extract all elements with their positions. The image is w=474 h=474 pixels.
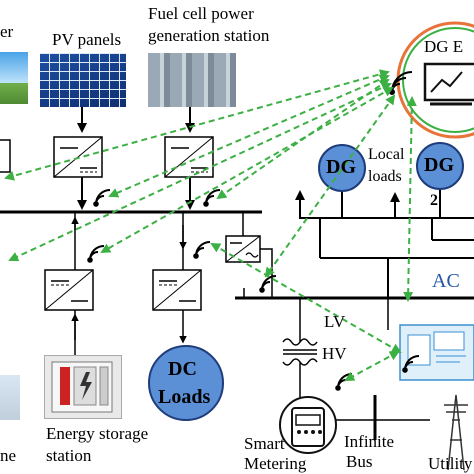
fuel-cell-converter [164, 136, 214, 178]
dg-ems-label: DG E [424, 37, 464, 56]
wireless-icon-storage [87, 245, 105, 263]
fuel-cell-label-line1: Fuel cell power [148, 4, 254, 23]
wireless-icon-control [402, 355, 420, 373]
local-loads-label-line1: Local [368, 146, 405, 163]
inverter [225, 235, 261, 263]
ac-bus-label: AC [432, 270, 460, 292]
infinite-bus-label-line1: Infinite [344, 432, 395, 451]
dg-node-2-label: DG [424, 154, 454, 176]
wireless-icon-meter [335, 373, 353, 391]
wireless-icon-dc [193, 241, 211, 259]
smart-metering-label-line1: Smart [244, 434, 285, 453]
dc-loads-label-line1: DC [168, 358, 197, 380]
lightning-icon [80, 372, 92, 400]
home-label-partial: ne [0, 446, 17, 465]
dg-node-1-label: DG [326, 156, 356, 178]
wireless-icon-pv [93, 189, 111, 207]
converter-left-edge [0, 139, 11, 173]
dg-ems-unit [396, 21, 474, 139]
wind-label-partial: er [0, 22, 14, 41]
pv-panels-label: PV panels [52, 30, 122, 49]
energy-storage-label-line2: station [46, 446, 92, 465]
local-loads-label-line2: loads [368, 168, 402, 185]
storage-converter [44, 269, 94, 311]
smart-metering-label-line2: Metering [244, 454, 307, 473]
smart-meter-icon [279, 396, 337, 454]
communication-links [4, 69, 417, 381]
home-building-photo [0, 375, 20, 420]
infinite-bus-label-line2: Bus [346, 452, 373, 471]
control-unit-icon [399, 324, 474, 381]
hv-label: HV [322, 344, 347, 363]
utility-tower-icon [444, 394, 468, 471]
fuel-cell-label-line2: generation station [148, 26, 270, 45]
energy-storage-cabinet [51, 361, 113, 413]
dc-loads-node [148, 345, 224, 421]
dg-number-label: 2 [430, 192, 438, 209]
utility-label-partial: Utility [428, 454, 473, 473]
monitor-icon [423, 62, 474, 102]
lv-label: LV [324, 312, 346, 331]
energy-storage-label-line1: Energy storage [46, 424, 149, 443]
dc-load-converter [152, 269, 202, 311]
dg-node-2 [416, 142, 464, 190]
dc-loads-label-line2: Loads [158, 386, 211, 408]
